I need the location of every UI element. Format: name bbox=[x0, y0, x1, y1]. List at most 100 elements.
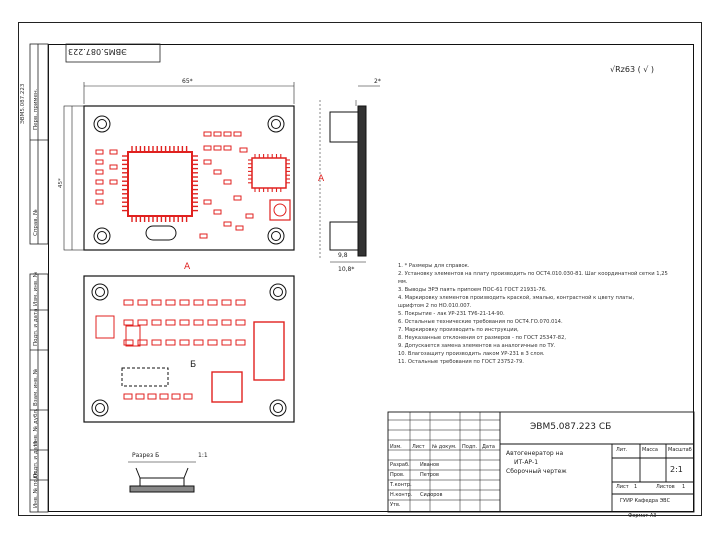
stamp-left-5: Инв. № подл. bbox=[33, 470, 39, 508]
pcb-bottom-view bbox=[83, 275, 295, 423]
smd-pad bbox=[151, 299, 162, 306]
smd-pad bbox=[147, 393, 157, 400]
drawing-sheet-outer bbox=[18, 22, 702, 516]
tb-head-lit: Лит. bbox=[616, 447, 628, 453]
tb-row-2: № докум. bbox=[432, 444, 457, 450]
smd-pad bbox=[233, 131, 242, 137]
smd-pad bbox=[213, 169, 222, 175]
smd-pad bbox=[95, 199, 104, 205]
tb-person-4: Утв. bbox=[390, 502, 401, 508]
code-box bbox=[65, 43, 161, 63]
tb-scale: 2:1 bbox=[670, 465, 683, 474]
code-rotated-text: ЭВМ5.087.223 bbox=[20, 83, 26, 124]
tb-sheet: 1 bbox=[634, 484, 638, 490]
pcb-top-view bbox=[63, 105, 295, 251]
drawing-frame bbox=[48, 44, 694, 512]
smd-pad bbox=[235, 319, 246, 326]
smd-pad bbox=[179, 339, 190, 346]
tb-name-0: Иванов bbox=[420, 462, 440, 468]
tb-row-0: Изм. bbox=[390, 444, 402, 450]
stamp-left-0: Изм. инв. № bbox=[33, 271, 39, 306]
smd-pad bbox=[193, 299, 204, 306]
view-label-bottom: Б bbox=[190, 360, 197, 370]
smd-pad bbox=[235, 299, 246, 306]
note-line: 1. * Размеры для справок. bbox=[398, 263, 470, 269]
smd-pad bbox=[183, 393, 193, 400]
view-label-top: А bbox=[184, 262, 191, 272]
smd-pad bbox=[207, 299, 218, 306]
dim-width-top: 65* bbox=[182, 78, 193, 85]
tb-person-2: Т.контр. bbox=[390, 482, 412, 488]
tb-sheets: 1 bbox=[682, 484, 686, 490]
pcb-side-view bbox=[319, 85, 380, 263]
smd-pad bbox=[221, 319, 232, 326]
smd-pad bbox=[151, 319, 162, 326]
tb-row-3: Подп. bbox=[462, 444, 478, 450]
smd-pad bbox=[95, 189, 104, 195]
smd-pad bbox=[95, 179, 104, 185]
section-detail bbox=[128, 461, 196, 493]
smd-pad bbox=[109, 179, 118, 185]
dim-side-b2: 10,8* bbox=[338, 266, 355, 273]
smd-pad bbox=[137, 299, 148, 306]
note-line: 7. Маркировку производить по инструкции, bbox=[398, 327, 519, 333]
tb-name-3: Сидоров bbox=[420, 492, 443, 498]
smd-pad bbox=[235, 225, 244, 231]
dim-side-b1: 9,8 bbox=[338, 252, 348, 259]
tb-head-sheet: Лист bbox=[616, 484, 629, 490]
smd-pad bbox=[223, 221, 232, 227]
smd-pad bbox=[239, 147, 248, 153]
smd-pad bbox=[179, 319, 190, 326]
tb-head-mass: Масса bbox=[642, 447, 658, 453]
smd-pad bbox=[137, 319, 148, 326]
smd-pad bbox=[95, 315, 115, 339]
smd-pad bbox=[223, 131, 232, 137]
tb-name-1: Петров bbox=[420, 472, 439, 478]
smd-pad bbox=[135, 393, 145, 400]
smd-pad bbox=[213, 209, 222, 215]
tb-person-3: Н.контр. bbox=[390, 492, 413, 498]
note-line: 4. Маркировку элементов производить крас… bbox=[398, 295, 635, 301]
tb-person-0: Разраб. bbox=[390, 462, 410, 468]
smd-pad bbox=[203, 199, 212, 205]
smd-pad bbox=[165, 299, 176, 306]
tb-head-sheets: Листов bbox=[656, 484, 675, 490]
smd-pad bbox=[245, 213, 254, 219]
dim-side-thk: 2* bbox=[374, 78, 381, 85]
smd-pad bbox=[207, 339, 218, 346]
smd-pad bbox=[123, 319, 134, 326]
smd-pad bbox=[213, 145, 222, 151]
title-block bbox=[387, 411, 695, 513]
smd-pad bbox=[95, 159, 104, 165]
smd-pad bbox=[193, 319, 204, 326]
smd-pad bbox=[165, 319, 176, 326]
smd-pad bbox=[207, 319, 218, 326]
note-line: мм. bbox=[398, 279, 408, 285]
note-line: шрифтом 2 по НО.010.007. bbox=[398, 303, 472, 309]
smd-pad bbox=[151, 339, 162, 346]
smd-pad bbox=[221, 339, 232, 346]
margin-left-1: Справ. № bbox=[33, 209, 39, 236]
smd-pad bbox=[203, 131, 212, 137]
smd-pad bbox=[233, 195, 242, 201]
smd-pad bbox=[193, 339, 204, 346]
smd-pad bbox=[123, 393, 133, 400]
smd-pad bbox=[123, 299, 134, 306]
tb-row-4: Дата bbox=[482, 444, 495, 450]
left-stamp-strip bbox=[29, 43, 49, 513]
note-line: 8. Неуказанные отклонения от размеров - … bbox=[398, 335, 567, 341]
smd-pad bbox=[159, 393, 169, 400]
code-box-text: ЭВМ5.087.223 bbox=[68, 47, 127, 56]
view-label-side: А bbox=[318, 174, 325, 184]
tb-person-1: Пров. bbox=[390, 472, 405, 478]
roughness-mark: √Rz63 ( √ ) bbox=[610, 65, 655, 74]
section-label: Разрез Б bbox=[132, 452, 160, 459]
note-line: 2. Установку элементов на плату производ… bbox=[398, 271, 668, 277]
smd-pad bbox=[171, 393, 181, 400]
smd-pad bbox=[203, 159, 212, 165]
smd-pad bbox=[199, 233, 208, 239]
note-line: 5. Покрытие - лак УР-231 ТУ6-21-14-90. bbox=[398, 311, 505, 317]
title-line1: Автогенератор на bbox=[506, 450, 564, 457]
smd-pad bbox=[179, 299, 190, 306]
